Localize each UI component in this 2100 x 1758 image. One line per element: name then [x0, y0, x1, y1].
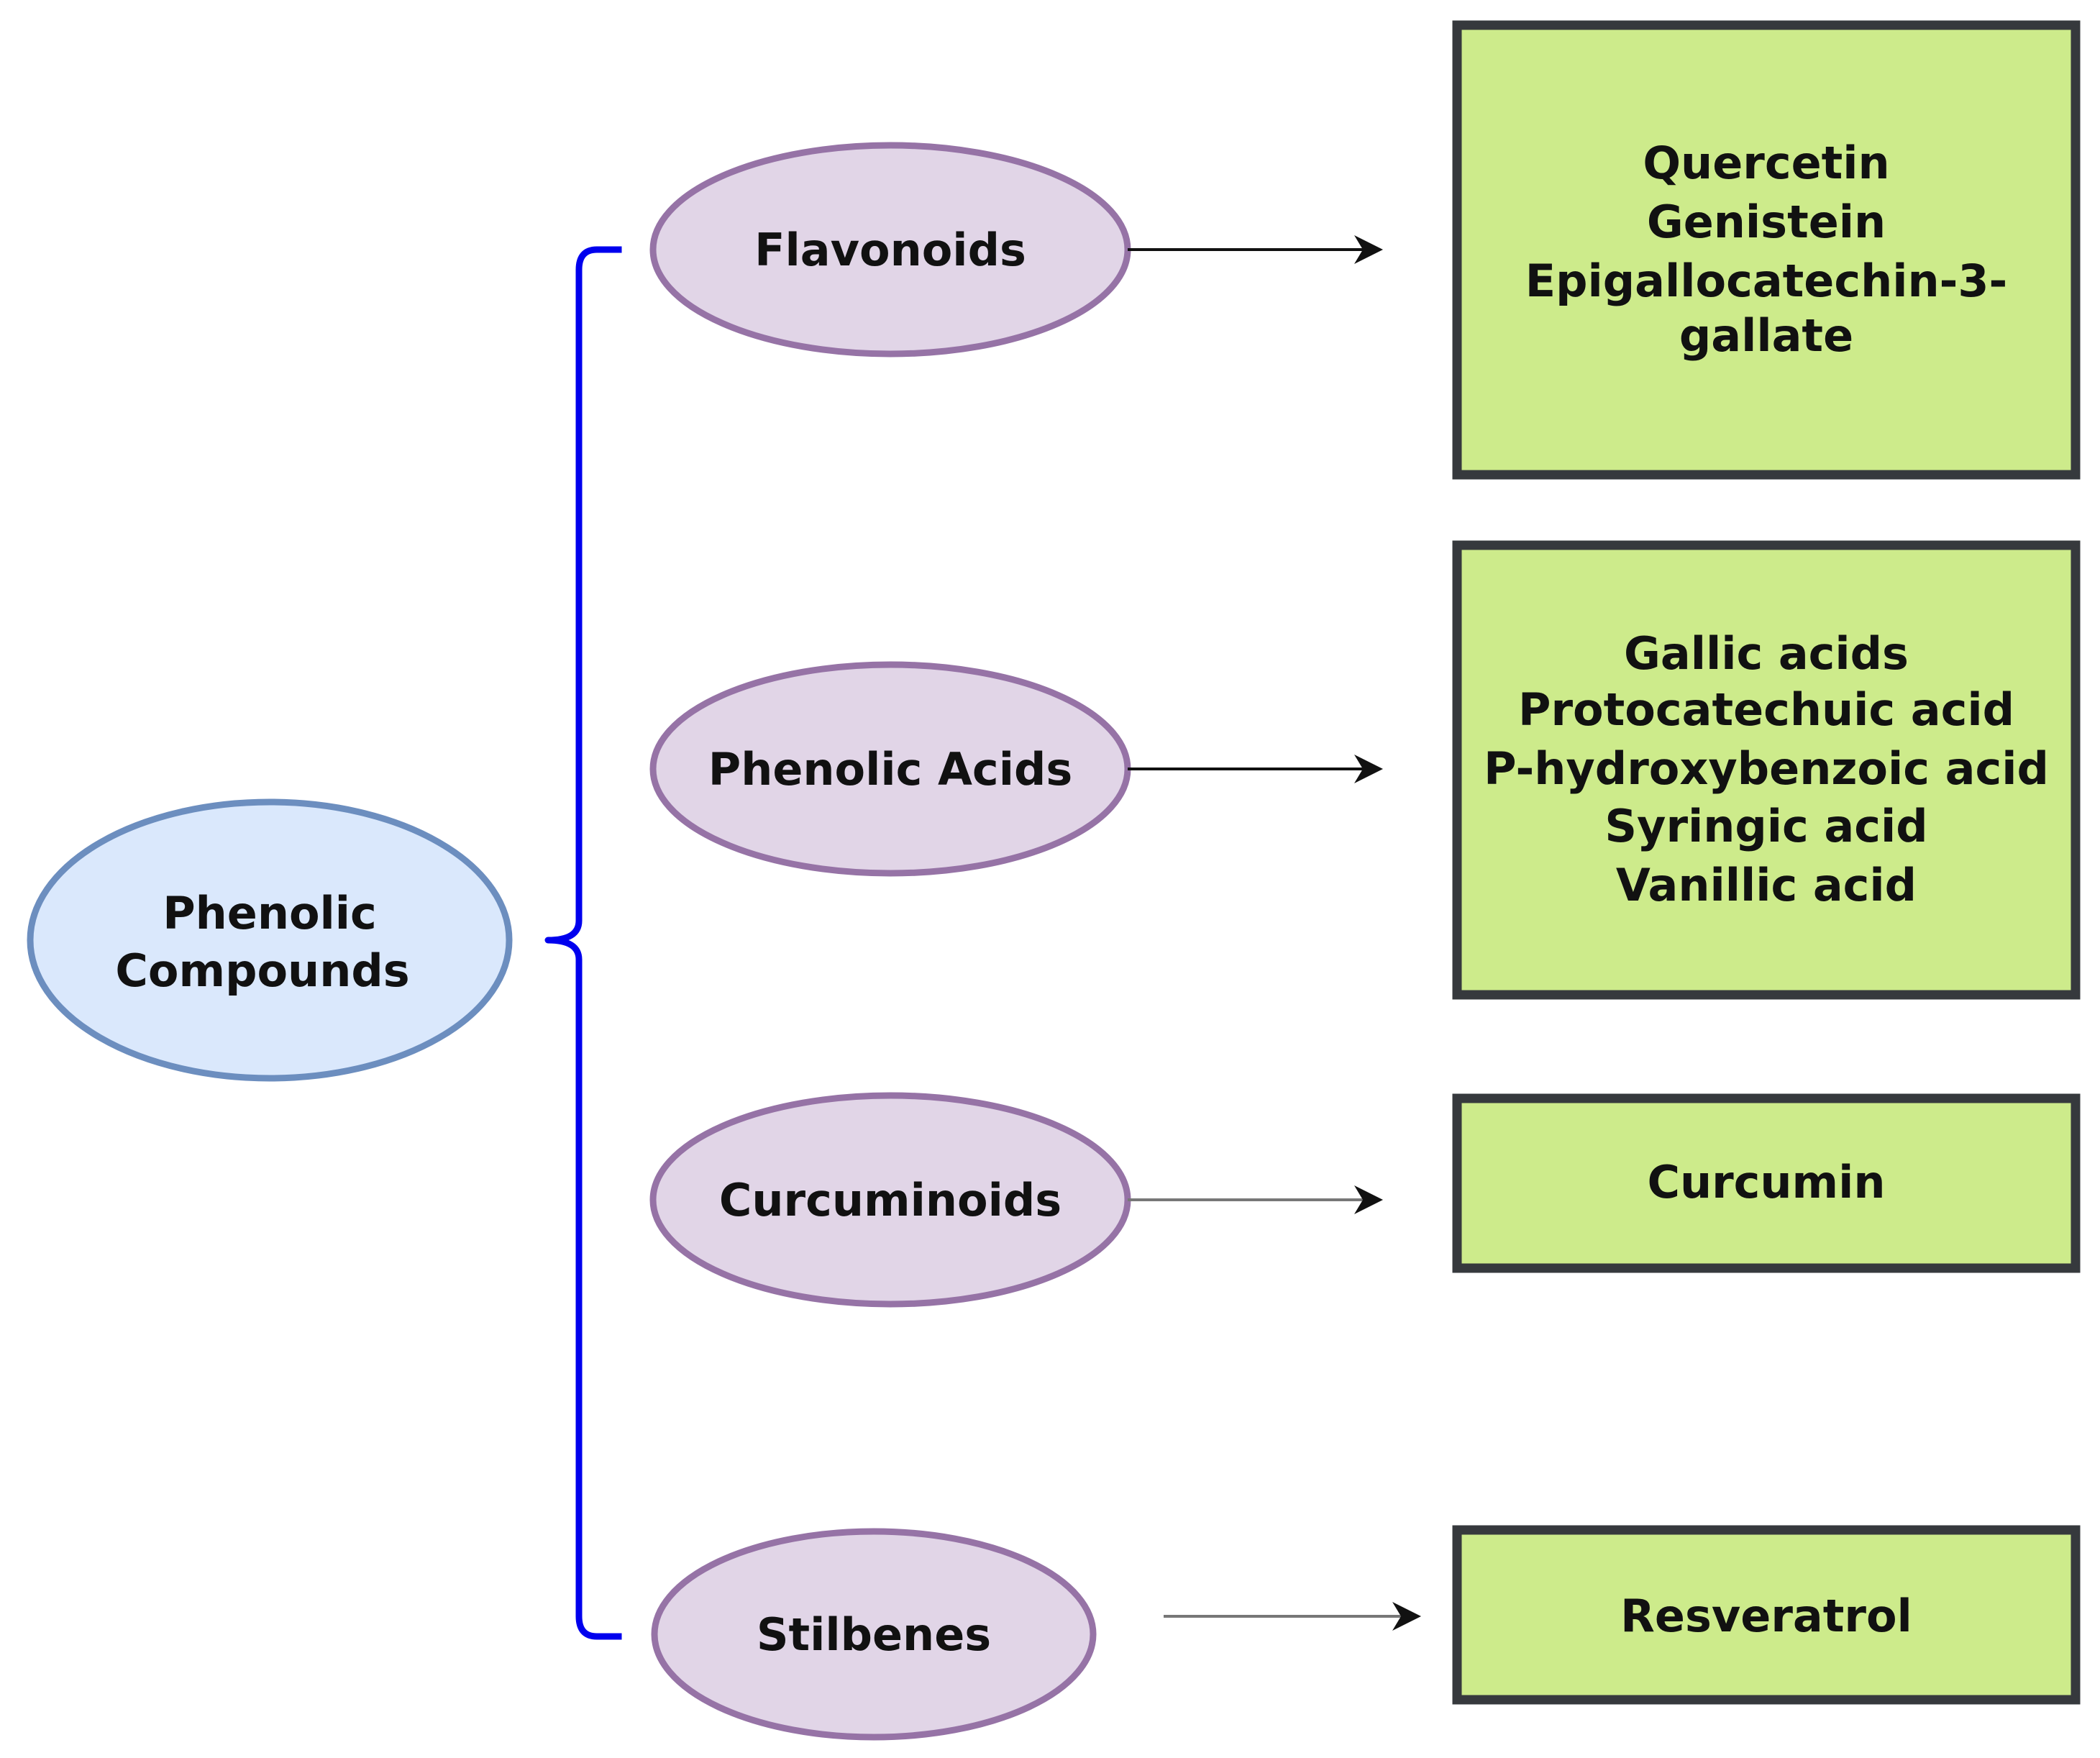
root-label-line-1: Phenolic [163, 887, 377, 939]
category-label: Stilbenes [757, 1608, 991, 1661]
category-label: Curcuminoids [719, 1174, 1062, 1226]
category-phenolic-acids: Phenolic Acids [649, 661, 1131, 877]
example-item: Quercetin [1643, 137, 1889, 189]
root-ellipse [27, 798, 513, 1082]
example-item: Protocatechuic acid [1518, 683, 2014, 736]
example-box [1452, 20, 2081, 480]
example-item: Genistein [1647, 196, 1886, 248]
root-node: Phenolic Compounds [27, 798, 513, 1082]
examples-flavonoids: Quercetin Genistein Epigallocatechin-3- … [1452, 20, 2081, 480]
category-ellipse [651, 1528, 1097, 1741]
examples-phenolic-acids: Gallic acids Protocatechuic acid P-hydro… [1452, 540, 2081, 1000]
example-item: Syringic acid [1604, 800, 1927, 852]
example-item: gallate [1679, 309, 1853, 362]
root-label-line-2: Compounds [115, 944, 409, 997]
category-stilbenes: Stilbenes [651, 1528, 1097, 1741]
category-label: Phenolic Acids [708, 743, 1072, 796]
example-box [1452, 540, 2081, 1000]
example-item: Epigallocatechin-3- [1525, 255, 2007, 307]
category-curcuminoids: Curcuminoids [649, 1092, 1131, 1308]
example-box [1452, 1093, 2081, 1273]
category-label: Flavonoids [754, 224, 1026, 276]
example-item: Resveratrol [1620, 1590, 1912, 1642]
example-box [1452, 1525, 2081, 1705]
category-flavonoids: Flavonoids [649, 142, 1131, 357]
example-item: Gallic acids [1624, 627, 1909, 680]
example-item: P-hydroxybenzoic acid [1484, 742, 2049, 795]
examples-stilbenes: Resveratrol [1452, 1525, 2081, 1705]
examples-curcuminoids: Curcumin [1452, 1093, 2081, 1273]
example-item: Curcumin [1647, 1156, 1885, 1208]
grouping-brace [544, 246, 622, 1640]
example-item: Vanillic acid [1616, 859, 1917, 911]
